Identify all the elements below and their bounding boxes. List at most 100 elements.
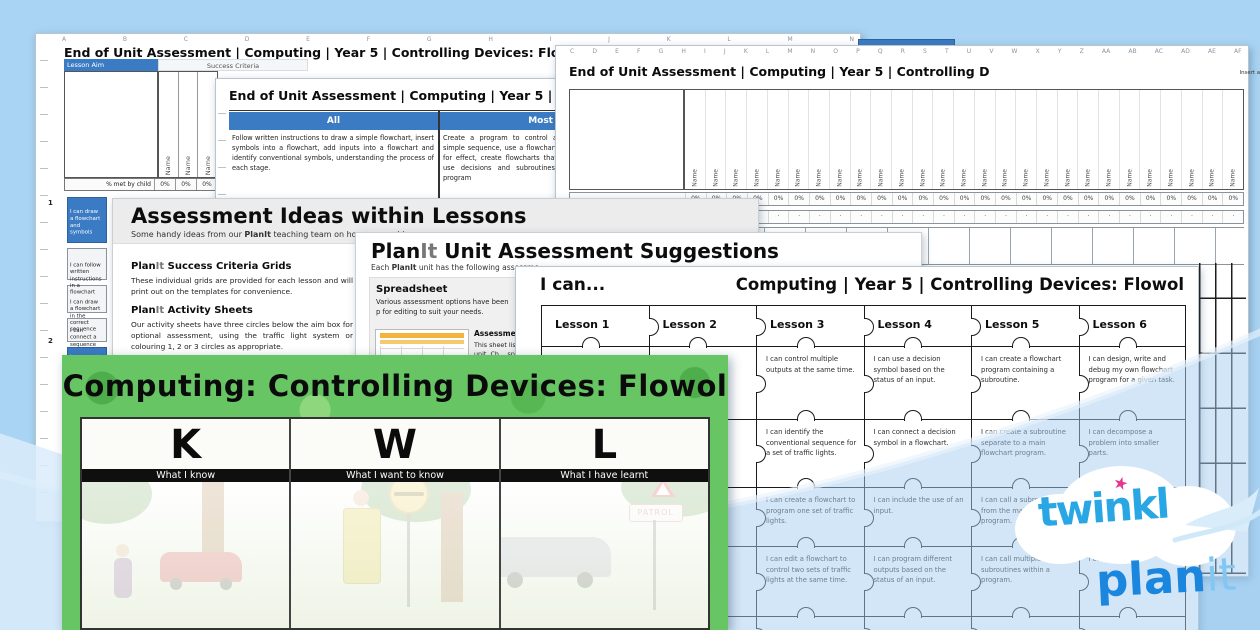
puzzle-statement-cell (971, 607, 1079, 630)
thumb-header-row (380, 333, 464, 338)
name-column: Name (1035, 90, 1057, 189)
name-column: Name (1139, 90, 1160, 189)
column-letter: P (856, 48, 860, 55)
all-header-cell: All (229, 112, 438, 130)
name-header: Name (1208, 169, 1216, 187)
kwl-column-learnt: L What I have learnt PATROL (500, 419, 708, 628)
percent-met-label: % met by child (106, 181, 151, 188)
sheet-title: End of Unit Assessment | Computing | Yea… (569, 64, 989, 79)
answer-cell: · (912, 211, 933, 223)
name-column: Name (1015, 90, 1036, 189)
column-letter: AD (1181, 48, 1190, 55)
doc-subtitle: Some handy ideas from our PlanIt teachin… (131, 230, 434, 239)
name-header: Name (939, 169, 947, 187)
twinkl-wordmark: twinkl (1036, 479, 1170, 537)
answer-cell: · (871, 211, 892, 223)
statement-text: I can control multiple outputs at the sa… (766, 355, 855, 374)
statement-text: I can use a decision symbol based on the… (873, 355, 945, 385)
unit-title: Computing | Year 5 | Controlling Devices… (735, 275, 1184, 294)
name-column: Name (685, 90, 705, 189)
name-header: Name (794, 169, 802, 187)
answer-cell: · (1036, 211, 1057, 223)
name-column: Name (787, 90, 809, 189)
column-letter: C (570, 48, 575, 55)
column-letter: F (637, 48, 641, 55)
percent-cell: 0% (788, 193, 809, 205)
column-letter: J (608, 36, 610, 43)
criteria-text: I can connect a sequence (70, 327, 97, 348)
name-header: Name (184, 155, 192, 175)
name-column: Name (932, 90, 953, 189)
planit-wordmark: planit (1094, 547, 1238, 608)
kwl-column-want: W What I want to know (291, 419, 501, 628)
statement-text: I can edit a flowchart to control two se… (766, 555, 851, 585)
puzzle-tab (581, 337, 600, 348)
percent-cell: 0% (1160, 193, 1181, 205)
column-letter: M (787, 48, 793, 55)
statement-text: I can create a flowchart to program one … (766, 496, 856, 526)
name-header: Name (1126, 169, 1134, 187)
column-letter: R (900, 48, 905, 55)
column-letter: AB (1128, 48, 1137, 55)
percent-cell: 0% (1077, 193, 1099, 205)
puzzle-statement-cell (756, 607, 864, 630)
answer-cell: · (1201, 211, 1223, 223)
section-body: Our activity sheets have three circles b… (131, 320, 353, 352)
name-column: Name (891, 90, 912, 189)
most-header-cell: Most (440, 112, 559, 130)
criteria-cell: I can follow written instructions in a f… (67, 248, 107, 295)
name-column: Name (177, 72, 198, 177)
panel-body: Various assessment options have been p f… (376, 298, 509, 316)
name-header: Name (981, 169, 989, 187)
row-number: 2 (48, 337, 53, 345)
name-column: Name (1222, 90, 1243, 189)
name-header: Name (1146, 169, 1154, 187)
kwl-body-learnt: PATROL (500, 482, 708, 628)
column-letter: Y (1057, 48, 1062, 55)
lesson-label: Lesson 1 (555, 318, 610, 331)
answer-cell: · (1139, 211, 1161, 223)
name-column: Name (828, 90, 850, 189)
percent-cell: 0% (1222, 193, 1243, 205)
puzzle-tab (756, 374, 766, 393)
puzzle-lesson-header: Lesson 5 (971, 305, 1079, 346)
answer-cell: · (767, 211, 789, 223)
percent-cell: 0% (175, 179, 196, 190)
name-header: Name (1001, 169, 1009, 187)
name-header: Name (919, 169, 927, 187)
doc-title: Assessment Ideas within Lessons (131, 204, 527, 228)
puzzle-lesson-header: Lesson 2 (648, 305, 756, 346)
brand-it-part: It (155, 305, 165, 317)
criteria-grid (229, 110, 559, 336)
criteria-text: I can draw a flowchart and symbols (70, 209, 101, 236)
column-letter: H (681, 48, 686, 55)
percent-cell: 0% (850, 193, 871, 205)
column-letter: B (122, 36, 127, 43)
kwl-column-know: K What I know (82, 419, 292, 628)
statement-text: I can identify the conventional sequence… (766, 428, 857, 458)
puzzle-lesson-header: Lesson 4 (863, 305, 971, 346)
name-column: Name (849, 90, 871, 189)
name-column: Name (1098, 90, 1119, 189)
name-header: Name (774, 169, 782, 187)
lesson-aim-header-cell: Lesson Aim (64, 59, 158, 71)
lesson-label: Lesson 3 (770, 318, 825, 331)
name-column: Name (808, 90, 829, 189)
criteria-text: I can follow written instructions in a f… (70, 262, 102, 296)
name-column: Name (1118, 90, 1140, 189)
percent-cell: 0% (767, 193, 789, 205)
brand-part: Plan (131, 305, 156, 317)
kwl-body-want (291, 482, 499, 628)
name-header: Name (877, 169, 885, 187)
column-letter: I (704, 48, 706, 55)
answer-cell: · (1160, 211, 1181, 223)
name-header: Name (1084, 169, 1092, 187)
column-letter: K (743, 48, 748, 55)
row-number: 1 (48, 199, 53, 207)
column-letter: O (833, 48, 839, 55)
answer-cell: · (995, 211, 1016, 223)
column-letter: J (723, 48, 726, 55)
percent-cell: 0% (974, 193, 995, 205)
